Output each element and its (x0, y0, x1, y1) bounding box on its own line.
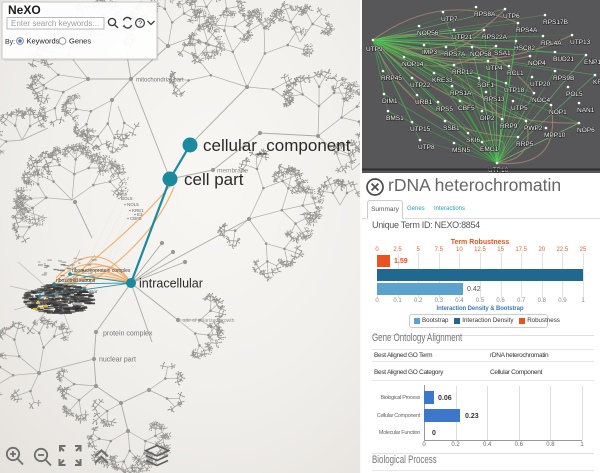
svg-text:ribosomal subunit: ribosomal subunit (56, 278, 96, 284)
svg-text:NOP1: NOP1 (549, 109, 567, 116)
svg-text:UTP8: UTP8 (418, 144, 435, 151)
svg-text:UTP18: UTP18 (504, 87, 525, 94)
svg-text:NAN1: NAN1 (577, 107, 595, 114)
svg-text:Genes: Genes (69, 37, 91, 46)
svg-text:BOL5: BOL5 (121, 196, 133, 201)
svg-text:KRE: KRE (593, 79, 600, 86)
svg-text:KRE33: KRE33 (432, 77, 453, 84)
svg-text:UTP9: UTP9 (366, 46, 383, 53)
svg-text:NOL5: NOL5 (127, 202, 139, 207)
svg-text:nuclear part: nuclear part (99, 357, 136, 364)
svg-text:UTP13: UTP13 (570, 39, 591, 46)
svg-text:RPS17B: RPS17B (543, 19, 568, 26)
svg-text:RPS7A: RPS7A (444, 51, 466, 58)
svg-text:UTP6: UTP6 (503, 13, 520, 20)
svg-text:RRP5: RRP5 (516, 141, 534, 148)
svg-text:By:: By: (5, 39, 15, 46)
svg-text:site of polarized growth: site of polarized growth (183, 318, 235, 324)
svg-text:RPS13: RPS13 (484, 96, 505, 103)
svg-text:CBF5: CBF5 (458, 105, 475, 112)
svg-text:cellular_component: cellular_component (203, 136, 351, 155)
svg-text:MSN5: MSN5 (452, 147, 470, 154)
svg-text:Keywords: Keywords (27, 37, 60, 46)
svg-text:RPS1A: RPS1A (450, 90, 472, 97)
svg-text:SSA1: SSA1 (494, 50, 511, 57)
svg-text:POL5: POL5 (566, 91, 583, 98)
svg-text:UTP7: UTP7 (441, 16, 458, 23)
svg-text:RRP9: RRP9 (500, 123, 518, 130)
svg-text:UTP20: UTP20 (530, 81, 551, 88)
svg-text:BMS1: BMS1 (386, 115, 404, 122)
svg-text:NOP14: NOP14 (402, 61, 424, 68)
svg-text:IMP3: IMP3 (422, 49, 438, 56)
svg-text:RRP12: RRP12 (452, 69, 473, 76)
svg-text:UTP21: UTP21 (452, 34, 473, 41)
svg-text:UTP15: UTP15 (410, 126, 431, 133)
svg-text:DIM1: DIM1 (382, 98, 398, 105)
svg-text:intracellular: intracellular (139, 277, 203, 291)
svg-text:ENP1: ENP1 (584, 59, 600, 66)
svg-text:SOF1: SOF1 (477, 82, 494, 89)
svg-text:RPS22A: RPS22A (482, 34, 508, 41)
svg-text:RPS5: RPS5 (436, 106, 453, 113)
svg-text:NOP4: NOP4 (528, 60, 546, 67)
svg-text:URB1: URB1 (415, 99, 433, 106)
svg-text:RPS9B: RPS9B (553, 75, 574, 82)
svg-text:UTP4: UTP4 (486, 65, 503, 72)
svg-text:RPL4A: RPL4A (541, 40, 562, 47)
svg-text:mitochondrial part: mitochondrial part (136, 78, 184, 84)
svg-text:E3: E3 (137, 212, 143, 217)
svg-text:SSB1: SSB1 (443, 125, 460, 132)
svg-text:NOP56: NOP56 (417, 30, 439, 37)
svg-text:?: ? (138, 21, 142, 28)
svg-text:protein complex: protein complex (103, 331, 153, 338)
svg-text:SKI6: SKI6 (466, 137, 480, 144)
svg-text:DIP2: DIP2 (480, 115, 495, 122)
svg-text:membrane: membrane (217, 168, 248, 175)
svg-text:UTP5: UTP5 (511, 105, 528, 112)
svg-text:Enter search keywords...: Enter search keywords... (11, 19, 99, 28)
svg-text:PWP2: PWP2 (524, 125, 543, 132)
svg-text:NOP58: NOP58 (470, 51, 492, 58)
svg-text:BUD21: BUD21 (553, 56, 574, 63)
svg-text:ribosomal subunit precursor: ribosomal subunit precursor (42, 289, 98, 294)
svg-text:NOC4: NOC4 (532, 97, 550, 104)
svg-text:RPS4A: RPS4A (516, 27, 538, 34)
svg-text:RPS8A: RPS8A (474, 11, 496, 18)
svg-text:HSC82: HSC82 (514, 45, 535, 52)
svg-text:KRE1: KRE1 (132, 208, 144, 213)
svg-text:UTP22: UTP22 (410, 82, 431, 89)
svg-text:MPP10: MPP10 (544, 132, 566, 139)
svg-text:CBF5: CBF5 (130, 216, 142, 221)
svg-text:RCL1: RCL1 (507, 70, 524, 77)
svg-text:ribonucleoprotein complex: ribonucleoprotein complex (72, 268, 131, 274)
svg-text:RRP45: RRP45 (381, 75, 402, 82)
svg-text:NOP6: NOP6 (577, 127, 595, 134)
svg-text:NeXO: NeXO (8, 3, 41, 17)
svg-text:EMG1: EMG1 (480, 146, 499, 153)
svg-text:cell part: cell part (184, 170, 244, 189)
